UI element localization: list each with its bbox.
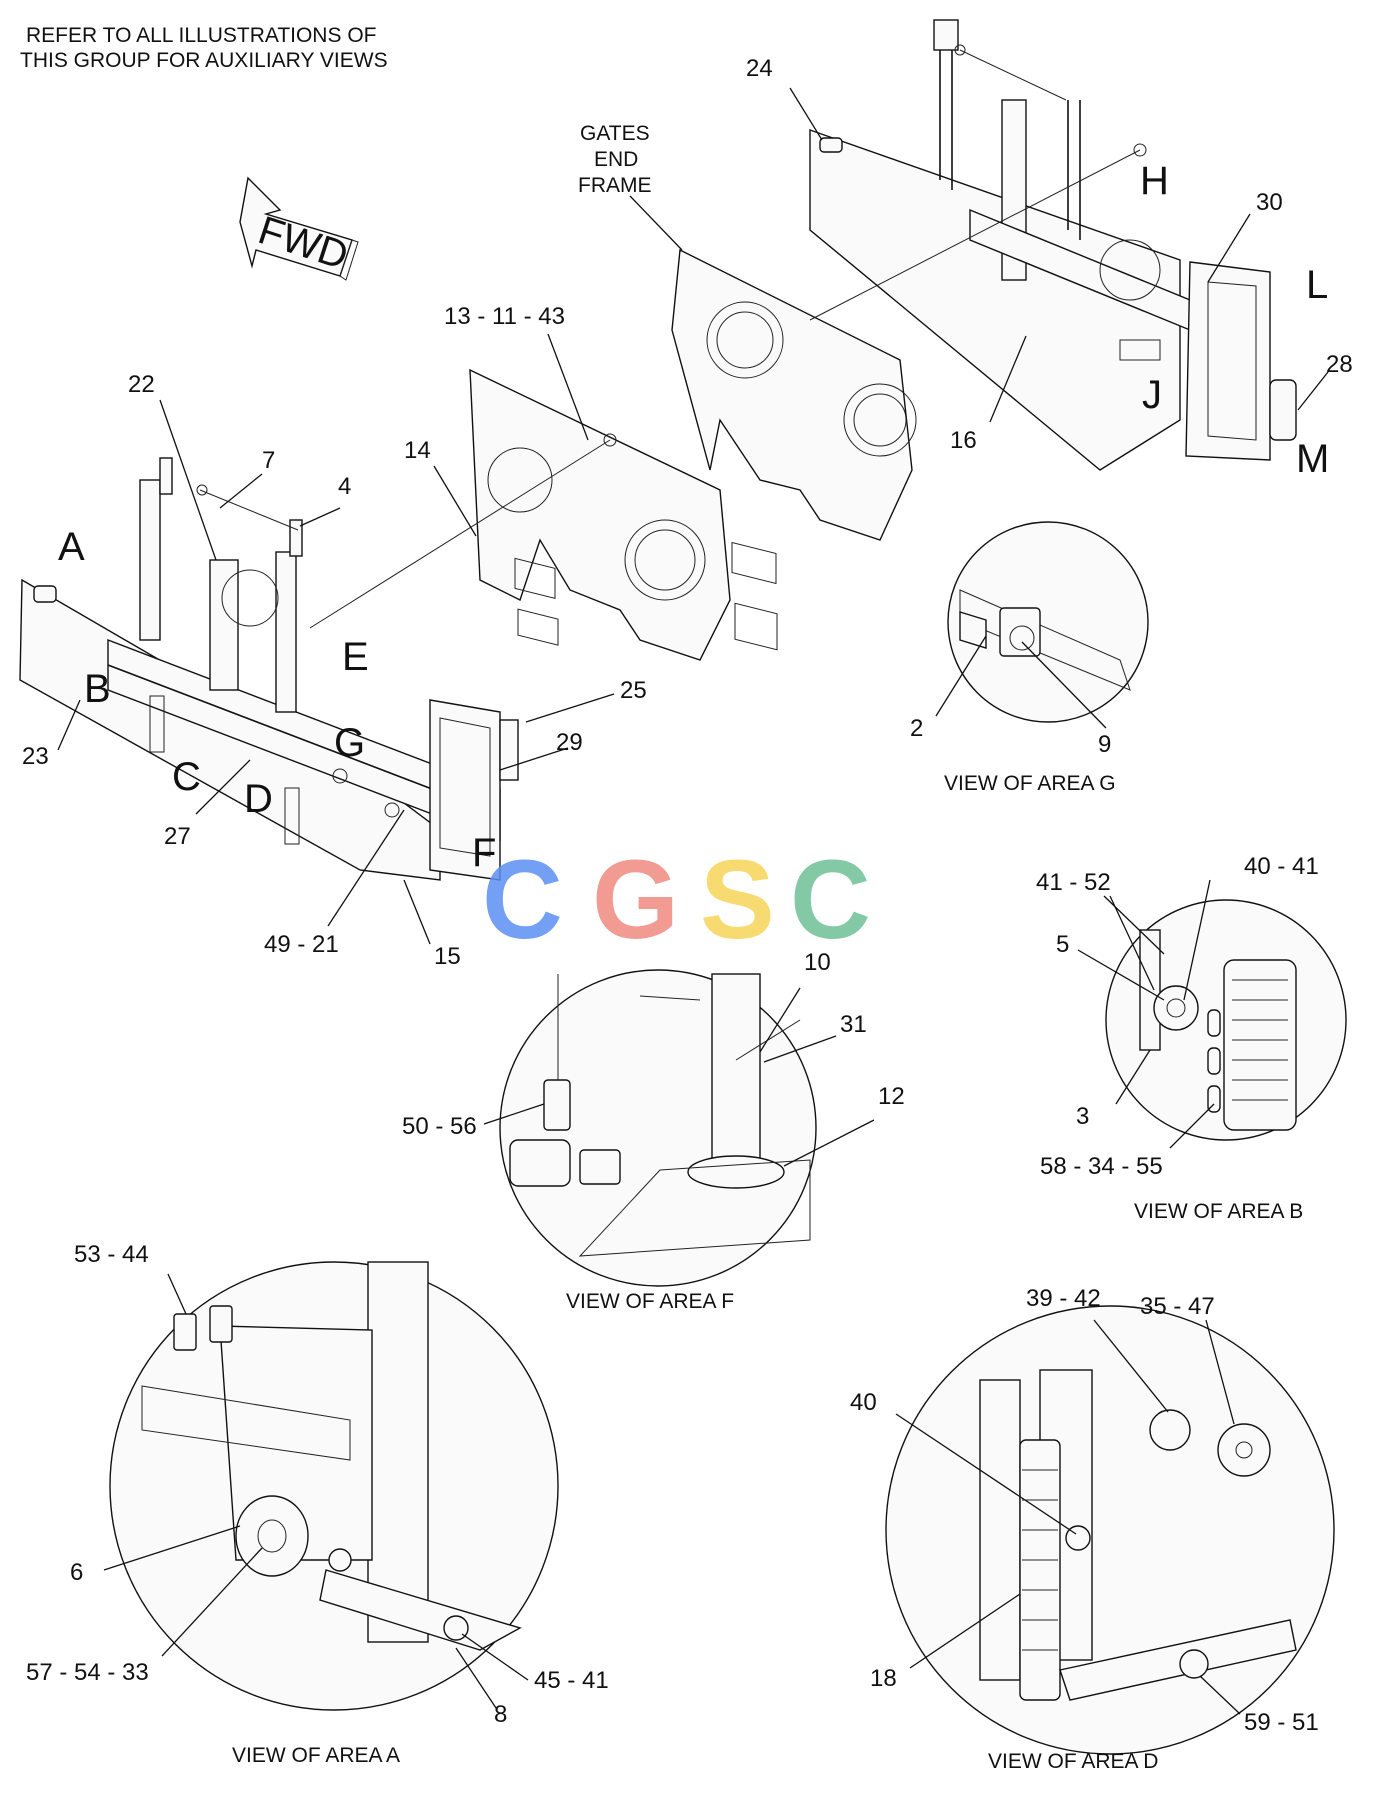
detail-view-f bbox=[499, 969, 817, 1287]
view-d-callout-59-51: 59 - 51 bbox=[1244, 1709, 1319, 1736]
view-f-callout-31: 31 bbox=[840, 1011, 867, 1038]
view-g-caption: VIEW OF AREA G bbox=[944, 772, 1116, 795]
watermark-letter-3: S bbox=[700, 837, 775, 962]
view-f-callout-50-56: 50 - 56 bbox=[402, 1113, 477, 1140]
view-d-callout-18: 18 bbox=[870, 1665, 897, 1692]
gates-label-3: FRAME bbox=[578, 174, 652, 197]
detail-view-a bbox=[109, 1261, 559, 1711]
watermark-letter-1: C bbox=[482, 837, 563, 962]
detail-view-d bbox=[885, 1305, 1335, 1755]
gates-label-2: END bbox=[594, 148, 638, 171]
area-letter-m: M bbox=[1296, 437, 1329, 481]
watermark-letter-2: G bbox=[592, 837, 679, 962]
note-line-2: THIS GROUP FOR AUXILIARY VIEWS bbox=[20, 49, 388, 72]
view-f-callout-12: 12 bbox=[878, 1083, 905, 1110]
area-letter-d: D bbox=[244, 777, 273, 821]
callout-28: 28 bbox=[1326, 351, 1353, 378]
view-a-callout-57-54-33: 57 - 54 - 33 bbox=[26, 1659, 149, 1686]
callout-23: 23 bbox=[22, 743, 49, 770]
upper-right-assembly bbox=[809, 19, 1297, 471]
callout-14: 14 bbox=[404, 437, 431, 464]
area-letter-c: C bbox=[172, 755, 201, 799]
view-b-callout-58-34-55: 58 - 34 - 55 bbox=[1040, 1153, 1163, 1180]
area-letter-a: A bbox=[58, 525, 85, 569]
callout-4: 4 bbox=[338, 473, 351, 500]
watermark: C G S C bbox=[482, 837, 871, 962]
view-a-caption: VIEW OF AREA A bbox=[232, 1744, 400, 1767]
gates-label-1: GATES bbox=[580, 122, 650, 145]
area-letter-l: L bbox=[1306, 263, 1328, 307]
view-d-callout-35-47: 35 - 47 bbox=[1140, 1293, 1215, 1320]
callout-7: 7 bbox=[262, 447, 275, 474]
view-b-callout-3: 3 bbox=[1076, 1103, 1089, 1130]
callout-13-11-43: 13 - 11 - 43 bbox=[444, 303, 565, 330]
callout-27: 27 bbox=[164, 823, 191, 850]
gates-end-frame-plate bbox=[671, 248, 917, 651]
watermark-letter-4: C bbox=[790, 837, 871, 962]
center-plate bbox=[469, 368, 731, 661]
area-letter-h: H bbox=[1140, 159, 1169, 203]
area-letter-j: J bbox=[1142, 373, 1162, 417]
view-a-callout-8: 8 bbox=[494, 1701, 507, 1728]
area-letter-f: F bbox=[472, 831, 496, 875]
view-d-callout-39-42: 39 - 42 bbox=[1026, 1285, 1101, 1312]
main-gate-assembly bbox=[19, 433, 617, 881]
callout-25: 25 bbox=[620, 677, 647, 704]
forward-direction-arrow: FWD bbox=[239, 176, 359, 281]
view-f-callout-10: 10 bbox=[804, 949, 831, 976]
view-b-callout-40-41: 40 - 41 bbox=[1244, 853, 1319, 880]
note-line-1: REFER TO ALL ILLUSTRATIONS OF bbox=[26, 24, 376, 47]
view-a-callout-45-41: 45 - 41 bbox=[534, 1667, 609, 1694]
view-b-callout-41-52: 41 - 52 bbox=[1036, 869, 1111, 896]
callout-49-21: 49 - 21 bbox=[264, 931, 339, 958]
view-g-callout-2: 2 bbox=[910, 715, 923, 742]
view-b-callout-5: 5 bbox=[1056, 931, 1069, 958]
area-letter-b: B bbox=[84, 667, 111, 711]
view-a-callout-6: 6 bbox=[70, 1559, 83, 1586]
callout-30: 30 bbox=[1256, 189, 1283, 216]
detail-view-g bbox=[947, 521, 1149, 723]
callout-29: 29 bbox=[556, 729, 583, 756]
fwd-label: FWD bbox=[253, 208, 353, 278]
view-a-callout-53-44: 53 - 44 bbox=[74, 1241, 149, 1268]
view-d-caption: VIEW OF AREA D bbox=[988, 1750, 1158, 1773]
view-b-caption: VIEW OF AREA B bbox=[1134, 1200, 1303, 1223]
area-letter-e: E bbox=[342, 635, 369, 679]
callout-15: 15 bbox=[434, 943, 461, 970]
callout-24: 24 bbox=[746, 55, 773, 82]
view-g-callout-9: 9 bbox=[1098, 731, 1111, 758]
callout-16: 16 bbox=[950, 427, 977, 454]
detail-view-b bbox=[1105, 899, 1347, 1141]
area-letter-g: G bbox=[334, 721, 365, 765]
view-f-caption: VIEW OF AREA F bbox=[566, 1290, 734, 1313]
callout-22: 22 bbox=[128, 371, 155, 398]
view-d-callout-40: 40 bbox=[850, 1389, 877, 1416]
